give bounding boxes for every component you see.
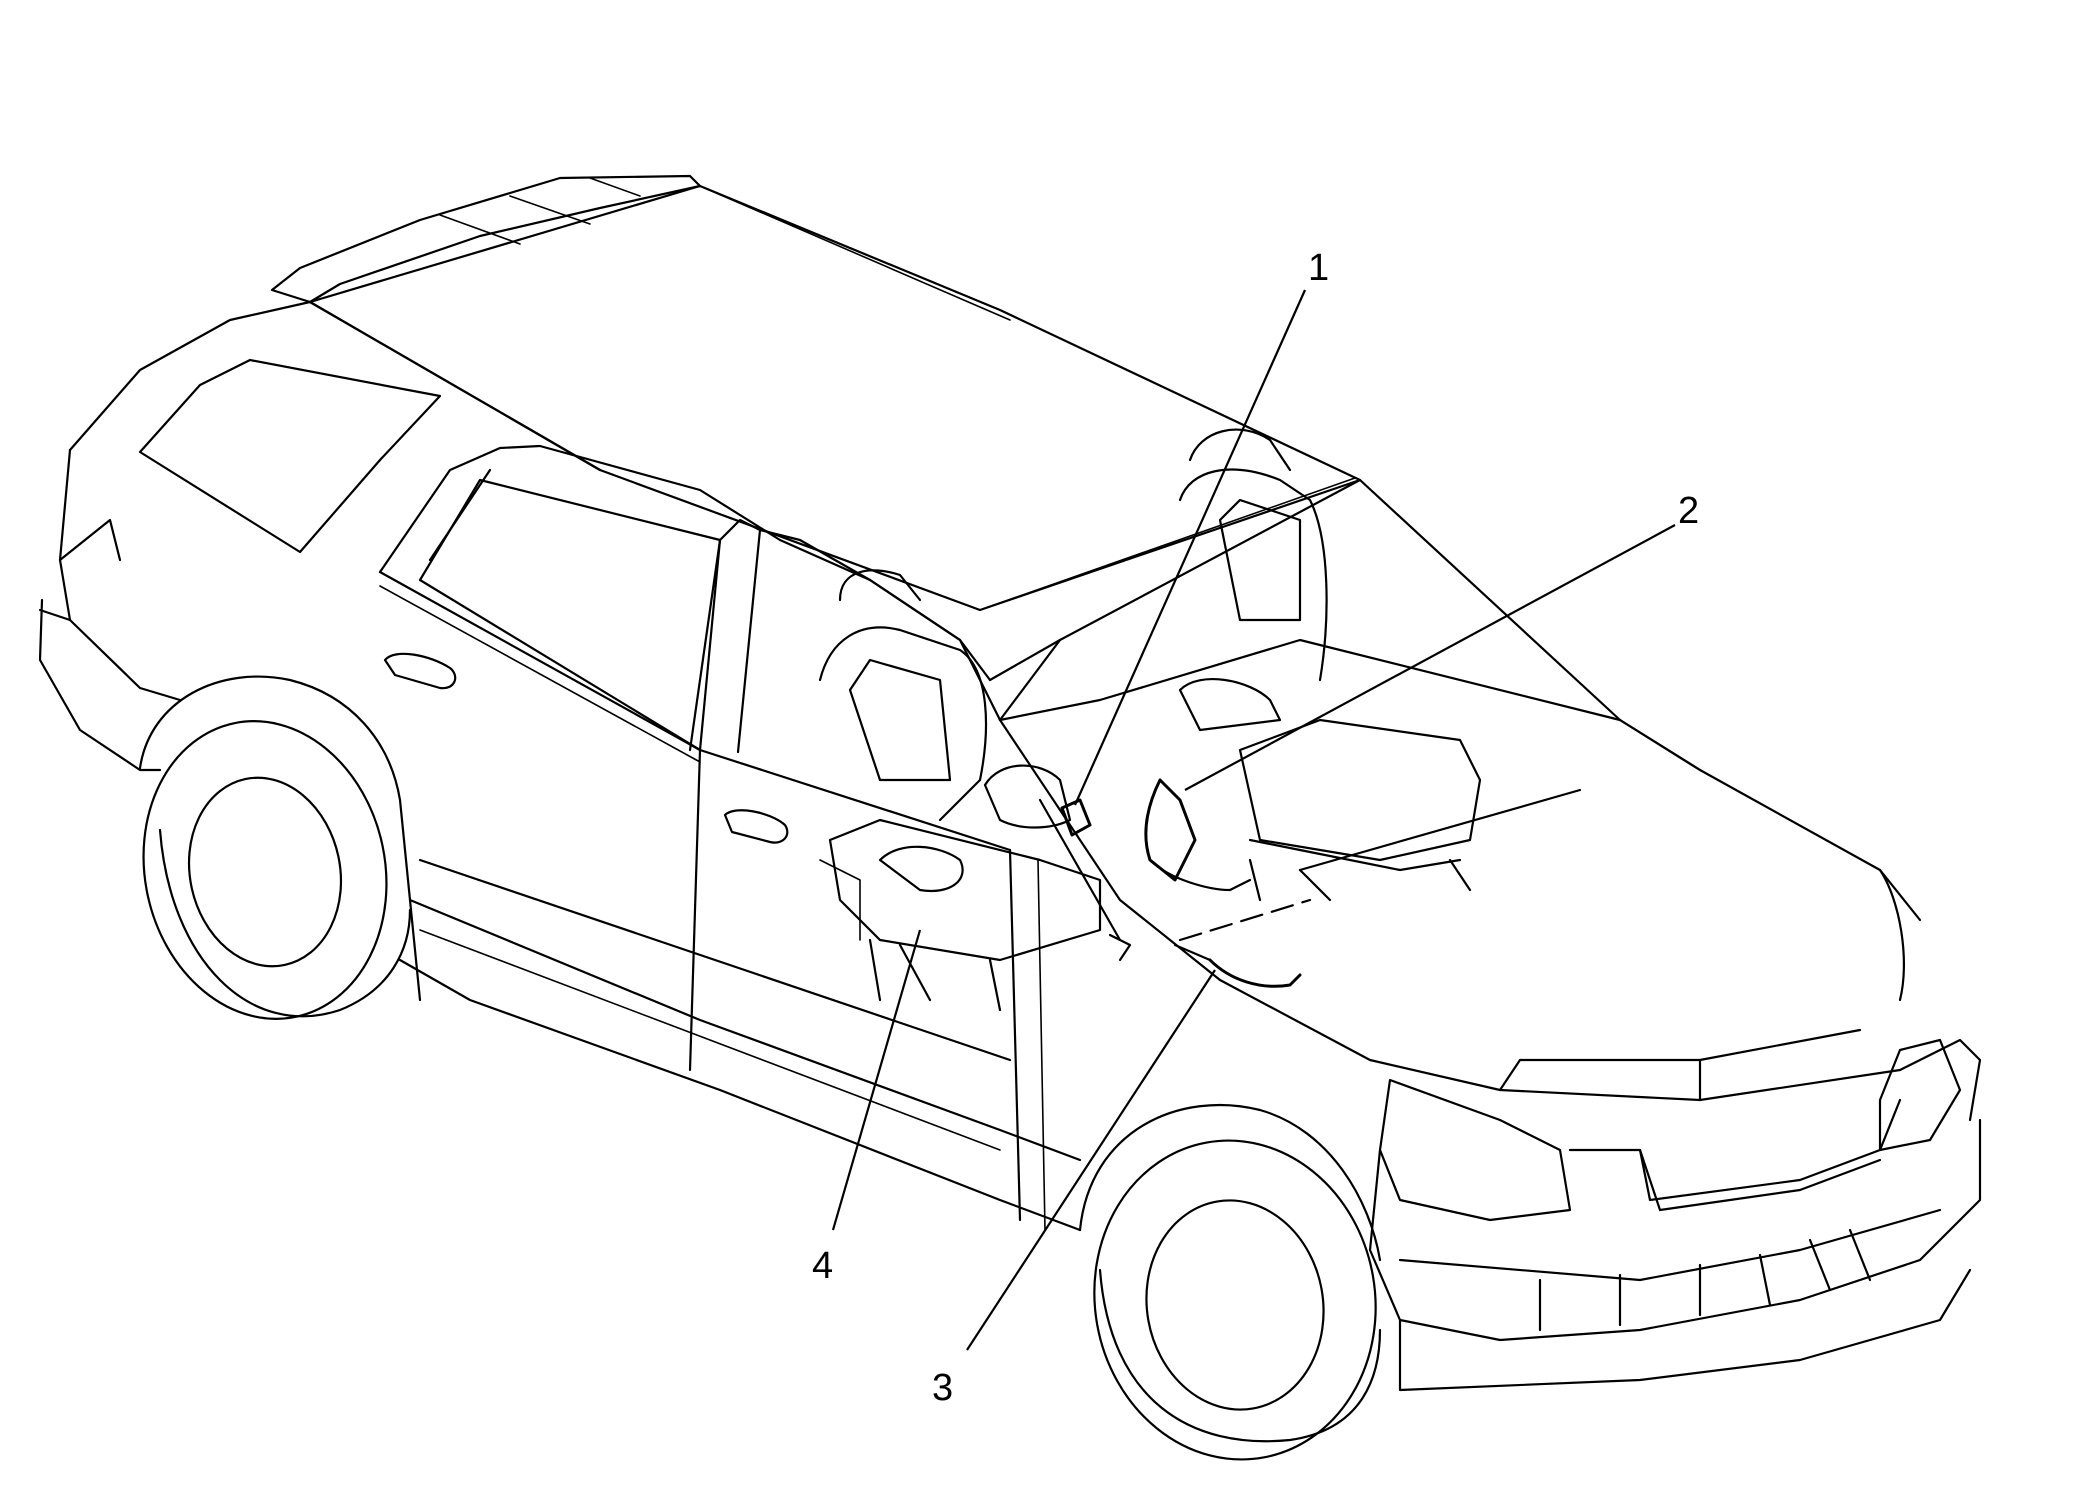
driver-seat (818, 569, 1102, 1012)
vehicle-body (38, 174, 1982, 1461)
callout-3-leader (966, 969, 1216, 1351)
passenger-seat (1144, 428, 1482, 902)
floor-sensor (1173, 943, 1302, 988)
callout-2-label: 2 (1678, 490, 1699, 532)
callout-3-label: 3 (932, 1367, 953, 1409)
callout-3: 3 (932, 969, 1216, 1409)
wire-harness-dashed (1178, 898, 1312, 942)
callout-4-label: 4 (812, 1245, 833, 1287)
callout-4-leader (831, 929, 922, 1231)
pillar-sensor (1038, 798, 1132, 962)
callout-1-leader (1073, 289, 1307, 806)
callout-1-label: 1 (1308, 247, 1329, 289)
callout-2-leader (1184, 524, 1676, 791)
callout-2: 2 (1184, 490, 1699, 791)
callout-4: 4 (812, 929, 922, 1287)
wire-harness (1298, 788, 1582, 872)
callout-1: 1 (1073, 247, 1329, 806)
